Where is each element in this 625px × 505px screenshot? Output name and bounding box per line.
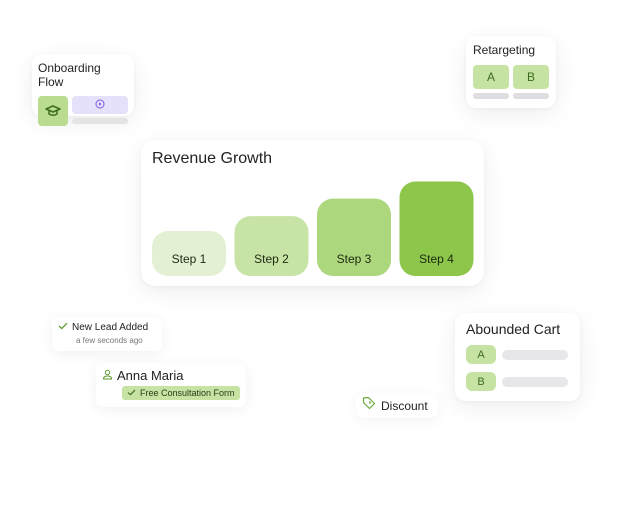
cart-title: Abounded Cart xyxy=(466,321,561,337)
retargeting-card[interactable]: Retargeting A B xyxy=(466,36,556,108)
contact-name: Anna Maria xyxy=(117,368,184,383)
graduation-cap-icon xyxy=(38,96,68,126)
onboarding-flow-card[interactable]: Onboarding Flow xyxy=(32,54,134,126)
abandoned-cart-card[interactable]: Abounded Cart A B xyxy=(455,313,580,401)
bar-label: Step 2 xyxy=(254,252,289,266)
placeholder-bar xyxy=(513,93,549,99)
chart-title: Revenue Growth xyxy=(152,150,273,167)
bar-label: Step 4 xyxy=(419,252,454,266)
onboarding-flow-title: Onboarding Flow xyxy=(38,61,101,89)
bar-group: Step 4 xyxy=(399,181,474,276)
variant-b[interactable]: B xyxy=(466,372,496,391)
discount-label: Discount xyxy=(381,398,428,413)
bar-step-3 xyxy=(317,198,391,276)
variant-a[interactable]: A xyxy=(466,345,496,364)
bar-step-1 xyxy=(152,231,226,276)
form-tag: Free Consultation Form xyxy=(122,386,240,400)
variant-b[interactable]: B xyxy=(513,65,549,89)
new-lead-notification[interactable]: New Lead Added a few seconds ago xyxy=(52,317,162,351)
placeholder-bar xyxy=(502,376,568,387)
user-icon xyxy=(102,368,113,383)
retargeting-title: Retargeting xyxy=(473,43,536,57)
bar-label: Step 1 xyxy=(172,252,207,266)
placeholder-bar xyxy=(72,118,128,124)
revenue-growth-card: Step 1 Step 2 Step 3 Step 4 Revenue Growth xyxy=(141,140,484,286)
tag-icon xyxy=(362,396,376,415)
variant-a[interactable]: A xyxy=(473,65,509,89)
notification-title: New Lead Added xyxy=(72,322,149,333)
bar-step-4 xyxy=(399,181,474,276)
bar-group: Step 2 xyxy=(234,216,309,276)
discount-chip[interactable]: Discount xyxy=(356,393,438,418)
play-icon xyxy=(95,96,105,114)
notification-time: a few seconds ago xyxy=(76,336,143,345)
form-tag-label: Free Consultation Form xyxy=(140,388,235,398)
revenue-chart: Step 1 Step 2 Step 3 Step 4 xyxy=(152,181,474,276)
contact-card[interactable]: Anna Maria Free Consultation Form xyxy=(96,363,246,407)
video-placeholder xyxy=(72,96,128,114)
bar-group: Step 1 xyxy=(152,231,226,276)
bar-label: Step 3 xyxy=(337,252,372,266)
placeholder-bar xyxy=(502,349,568,360)
bar-group: Step 3 xyxy=(317,198,391,276)
placeholder-bar xyxy=(473,93,509,99)
bar-step-2 xyxy=(234,216,309,276)
check-icon xyxy=(58,322,68,333)
check-icon xyxy=(127,388,136,398)
